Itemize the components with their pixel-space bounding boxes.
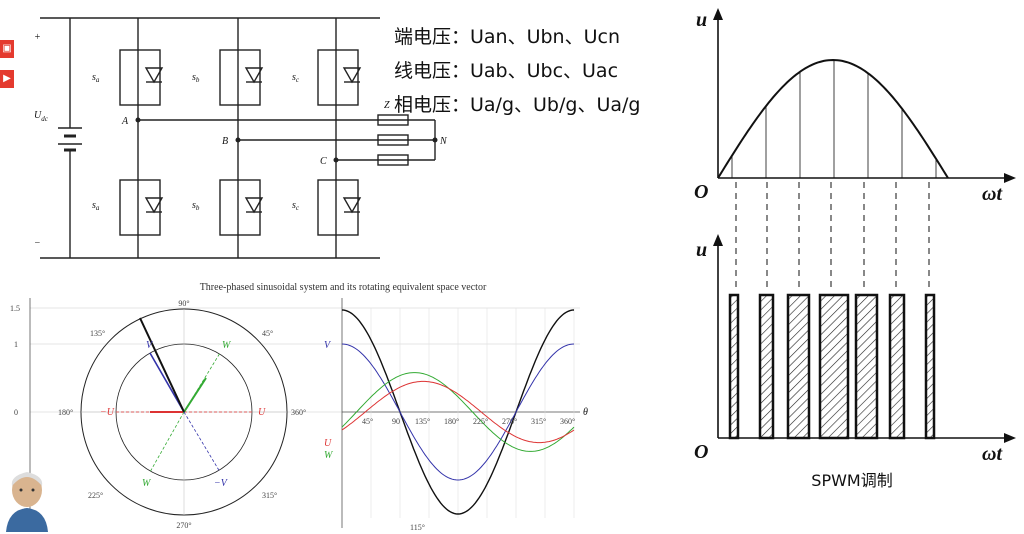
theta-label: θ bbox=[583, 407, 588, 418]
node-a: A bbox=[121, 116, 129, 127]
wt-bottom-label: ωt bbox=[982, 443, 1003, 465]
udc-label: Udc bbox=[34, 110, 49, 123]
switch-sc: sc bbox=[292, 72, 300, 84]
x-tick-270: 270° bbox=[502, 417, 517, 426]
angle-45: 45° bbox=[262, 329, 273, 338]
line-voltage: 线电压：Uab、Ubc、Uac bbox=[394, 60, 619, 82]
play-icon[interactable]: ▶ bbox=[0, 70, 14, 88]
wt-top-label: ωt bbox=[982, 183, 1003, 205]
switch-sc-prime: sc bbox=[292, 200, 300, 212]
node-b: B bbox=[222, 136, 228, 147]
angle-315: 315° bbox=[262, 491, 277, 500]
angle-90: 90° bbox=[178, 299, 189, 308]
x-tick-225: 225° bbox=[473, 417, 488, 426]
x-tick-360: 360° bbox=[560, 417, 575, 426]
angle-225: 225° bbox=[88, 491, 103, 500]
slides-icon[interactable]: ▣ bbox=[0, 40, 14, 58]
origin-bottom: O bbox=[694, 441, 708, 463]
load-n: N bbox=[439, 136, 448, 147]
angle-180: 180° bbox=[58, 408, 73, 417]
right-label-w: W bbox=[324, 450, 334, 461]
load-z: Z bbox=[384, 100, 390, 111]
spwm-pulse bbox=[924, 293, 936, 440]
angle-135: 135° bbox=[90, 329, 105, 338]
x-tick-315: 315° bbox=[531, 417, 546, 426]
bottom-angle: 115° bbox=[410, 523, 425, 532]
spwm-pulse bbox=[818, 293, 850, 440]
switch-sa-prime: sa bbox=[92, 200, 100, 212]
x-tick-90: 90 bbox=[392, 417, 400, 426]
vec-u: U bbox=[258, 407, 266, 418]
spwm-pulse bbox=[728, 293, 740, 440]
x-tick-45: 45° bbox=[362, 417, 373, 426]
switch-sa: sa bbox=[92, 72, 100, 84]
vec-v: V bbox=[146, 340, 154, 351]
inverter-circuit: + − Udc sa sb sc sa sb sc A B C Z N bbox=[34, 17, 448, 259]
avatar bbox=[6, 472, 48, 532]
minus-label: − bbox=[34, 238, 41, 249]
spwm-pulse bbox=[888, 293, 906, 440]
right-label-u: U bbox=[324, 438, 332, 449]
spwm-pulse bbox=[758, 293, 775, 440]
angle-360: 360° bbox=[291, 408, 306, 417]
node-c: C bbox=[320, 156, 327, 167]
spwm-pulse bbox=[786, 293, 811, 440]
x-tick-135: 135° bbox=[415, 417, 430, 426]
space-vector-title: Three-phased sinusoidal system and its r… bbox=[200, 282, 487, 293]
plus-label: + bbox=[34, 32, 41, 43]
right-label-v: V bbox=[324, 340, 332, 351]
phase-voltage: 相电压：Ua/g、Ub/g、Ua/g bbox=[394, 94, 641, 116]
vec-neg-v: −V bbox=[214, 478, 229, 489]
x-tick-180: 180° bbox=[444, 417, 459, 426]
angle-270: 270° bbox=[176, 521, 191, 530]
y-tick-0: 0 bbox=[14, 408, 18, 417]
terminal-voltage: 端电压：Uan、Ubn、Ucn bbox=[394, 26, 620, 48]
spwm-caption: SPWM调制 bbox=[811, 471, 892, 490]
switch-sb: sb bbox=[192, 72, 200, 84]
spwm-pulse bbox=[854, 293, 879, 440]
space-vector-figure: Three-phased sinusoidal system and its r… bbox=[10, 282, 588, 532]
vec-neg-w: W bbox=[142, 478, 152, 489]
y-tick-1: 1 bbox=[14, 340, 18, 349]
u-top-label: u bbox=[696, 9, 707, 31]
vec-w: W bbox=[222, 340, 232, 351]
y-tick-1-5: 1.5 bbox=[10, 304, 20, 313]
u-bottom-label: u bbox=[696, 239, 707, 261]
spwm-diagram: u O ωt u O ωt SPWM调制 bbox=[694, 8, 1016, 490]
origin-top: O bbox=[694, 181, 708, 203]
switch-sb-prime: sb bbox=[192, 200, 200, 212]
vec-neg-u: −U bbox=[100, 407, 115, 418]
